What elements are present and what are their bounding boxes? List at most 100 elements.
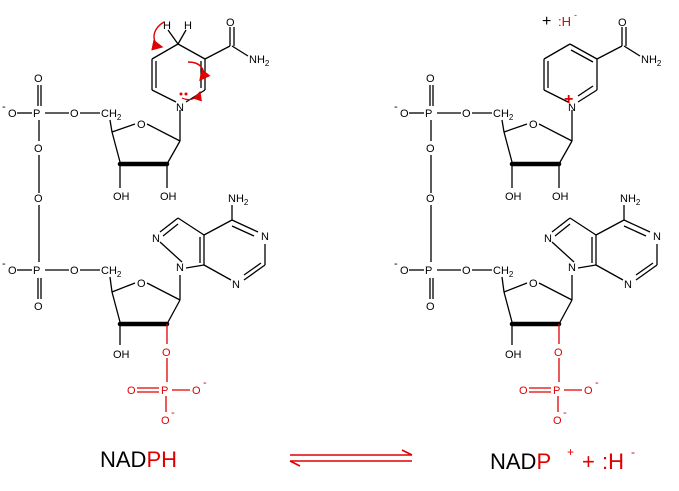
adenine-nh2: NH2 xyxy=(620,193,641,207)
top-hydride-charge: - xyxy=(574,10,577,20)
ring-positive-charge: + xyxy=(564,91,573,108)
nadp-label: NADP + + :H - xyxy=(490,445,635,474)
phosphate-o-left: O xyxy=(400,108,409,120)
ester-o: O xyxy=(462,108,471,120)
ch2-upper: CH2 xyxy=(101,108,122,122)
phosphate-2-o-right: O xyxy=(584,385,593,397)
ribose-o-upper: O xyxy=(137,119,146,131)
hydroxyl-2: OH xyxy=(505,191,522,203)
bond xyxy=(538,123,573,142)
phosphate-2-o-left: O xyxy=(127,385,136,397)
bond xyxy=(204,45,231,60)
bond xyxy=(159,241,183,263)
phosphate-p-upper: P xyxy=(425,108,432,120)
bond xyxy=(111,282,136,293)
hydroxyl-lower: OH xyxy=(505,349,522,361)
bond xyxy=(231,225,255,237)
phosphate-o-bottom2: O xyxy=(34,301,43,313)
phosphate-2-o-right: O xyxy=(192,385,201,397)
bond xyxy=(551,217,571,233)
bond xyxy=(595,264,624,281)
bond xyxy=(162,223,179,237)
bond xyxy=(177,43,206,60)
bond xyxy=(635,262,654,276)
ring-n-plus: N xyxy=(568,102,576,114)
ester-o: O xyxy=(70,108,79,120)
phosphate-2-charge-bottom: - xyxy=(171,407,175,419)
top-plus-sign: + xyxy=(542,13,551,30)
adenine-n9: N xyxy=(176,262,184,274)
bond xyxy=(109,276,113,293)
phosphate-o-bottom: O xyxy=(426,143,435,155)
ch2-upper: CH2 xyxy=(493,108,514,122)
bond xyxy=(151,89,177,103)
ester-o2: O xyxy=(462,265,471,277)
bond xyxy=(111,291,121,323)
hydride-h: H xyxy=(163,20,171,32)
bond xyxy=(596,45,623,60)
hydroxyl-3: OH xyxy=(552,191,569,203)
bond xyxy=(501,276,505,293)
bond xyxy=(577,85,594,97)
amide-o: O xyxy=(618,17,627,29)
phosphate-2-p: P xyxy=(161,385,168,397)
bond xyxy=(243,262,262,276)
phosphate-o-left: O xyxy=(8,108,17,120)
amide-o: O xyxy=(226,17,235,29)
phosphate-2-o-bottom: O xyxy=(553,415,562,427)
reverse-arrow-head xyxy=(289,460,301,467)
bridge-o: O xyxy=(426,193,435,205)
phosphate-2-charge-bottom: - xyxy=(563,407,567,419)
hydride-charge: - xyxy=(631,445,635,459)
bond xyxy=(111,123,136,133)
lone-pair-dot xyxy=(184,92,188,96)
amide-nh2: NH2 xyxy=(249,54,270,68)
bond xyxy=(538,282,573,301)
bond xyxy=(623,219,651,233)
electron-arrow-1 xyxy=(151,21,165,51)
nadp-label-text: NADP xyxy=(490,449,551,474)
phosphate-2-charge-right: - xyxy=(203,377,207,389)
bond xyxy=(569,43,598,60)
phosphate-o-bottom: O xyxy=(34,143,43,155)
bond xyxy=(185,264,205,269)
adenine-n9: N xyxy=(568,262,576,274)
amide-nh2: NH2 xyxy=(641,54,662,68)
adenine-n3: N xyxy=(624,279,632,291)
bridge-o: O xyxy=(34,193,43,205)
ch2-lower: CH2 xyxy=(101,265,122,279)
bond xyxy=(569,217,597,236)
phosphate-o-top: O xyxy=(426,73,435,85)
bond xyxy=(543,43,571,60)
phosphate-charge2: - xyxy=(2,258,6,270)
bond xyxy=(243,264,266,281)
ch2-lower: CH2 xyxy=(493,265,514,279)
ribose-o-lower: O xyxy=(529,278,538,290)
adenine-n7: N xyxy=(152,233,160,245)
phosphate-2-o-bottom: O xyxy=(161,415,170,427)
bond xyxy=(503,282,528,293)
bond xyxy=(570,49,594,63)
bond xyxy=(501,119,505,133)
bond xyxy=(109,119,113,133)
plus-sign: + xyxy=(582,449,595,474)
bond xyxy=(577,89,598,103)
hydroxyl-3: OH xyxy=(160,191,177,203)
bond xyxy=(159,217,179,233)
electron-arrow-2 xyxy=(187,61,211,82)
bond xyxy=(595,219,625,236)
bond xyxy=(558,140,573,165)
bond xyxy=(503,291,513,323)
forward-arrow-head xyxy=(401,449,413,456)
phosphate-o-left2: O xyxy=(8,265,17,277)
nadph-label: NADPH xyxy=(100,447,177,472)
bond xyxy=(166,140,181,165)
phosphate-charge: - xyxy=(394,101,398,113)
bond xyxy=(166,299,181,325)
hydride-label: :H xyxy=(602,449,624,474)
bond xyxy=(231,45,249,57)
adenine-n1: N xyxy=(261,231,269,243)
bond xyxy=(503,123,528,133)
bond xyxy=(577,264,597,269)
